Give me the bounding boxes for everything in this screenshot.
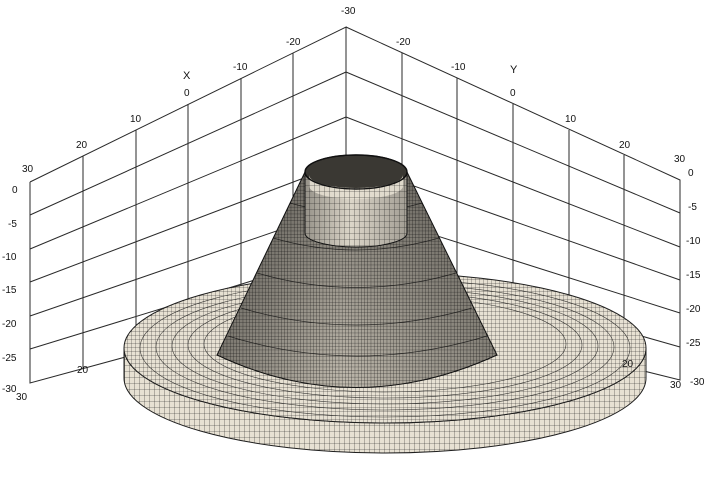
- z-tick-label-left: -10: [2, 252, 17, 263]
- y-tick-label: 30: [674, 154, 686, 165]
- corner-top-label: -30: [341, 6, 356, 17]
- z-tick-label-right: -15: [686, 270, 701, 281]
- z-tick-label-right: -10: [686, 236, 701, 247]
- right-bottom-label: 20: [622, 359, 634, 370]
- z-tick-label-right: -20: [686, 304, 701, 315]
- x-axis-name: X: [183, 70, 191, 82]
- x-tick-label: 30: [22, 164, 34, 175]
- z-tick-label-left: 0: [12, 185, 18, 196]
- z-tick-label-right: 0: [688, 168, 694, 179]
- x-tick-label: 20: [76, 140, 88, 151]
- axis-labels: -30 X Y 30 20 10 0 -10 -20 -20 -10 0 10 …: [2, 6, 705, 403]
- x-tick-label: 10: [130, 114, 142, 125]
- x-tick-label: -20: [286, 37, 301, 48]
- z-tick-label-left: -15: [2, 285, 17, 296]
- y-tick-label: 0: [510, 88, 516, 99]
- y-tick-label: 20: [619, 140, 631, 151]
- z-tick-label-left: -25: [2, 353, 17, 364]
- front-edges: [29, 180, 681, 383]
- y-axis-name: Y: [510, 64, 518, 76]
- z-tick-label-left: -5: [8, 219, 17, 230]
- z-tick-label-left: -30: [2, 384, 17, 395]
- z-tick-label-left: -20: [2, 319, 17, 330]
- left-bottom-label: 20: [77, 365, 89, 376]
- z-tick-label-right: -5: [688, 202, 697, 213]
- y-tick-label: 10: [565, 114, 577, 125]
- x-tick-label: 0: [184, 88, 190, 99]
- y-tick-label: -10: [451, 62, 466, 73]
- left-bottom-label: 30: [16, 392, 28, 403]
- neck-cylinder: [304, 154, 408, 248]
- y-tick-label: -20: [396, 37, 411, 48]
- z-tick-label-right: -30: [690, 377, 705, 388]
- right-bottom-label: 30: [670, 380, 682, 391]
- z-tick-label-right: -25: [686, 338, 701, 349]
- x-tick-label: -10: [233, 62, 248, 73]
- cone: [216, 171, 498, 388]
